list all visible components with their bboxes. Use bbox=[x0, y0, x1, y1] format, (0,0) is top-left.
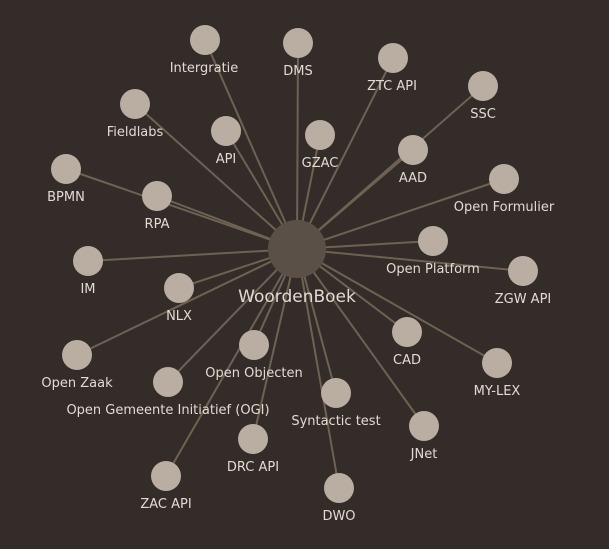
node-nlx[interactable]: NLX bbox=[164, 273, 194, 324]
node-api[interactable]: API bbox=[211, 116, 241, 167]
node-circle-open-objecten[interactable] bbox=[239, 330, 269, 360]
node-circle-nlx[interactable] bbox=[164, 273, 194, 303]
node-label-my-lex: MY-LEX bbox=[474, 384, 521, 399]
node-jnet[interactable]: JNet bbox=[409, 411, 439, 462]
edge-zgw-api bbox=[296, 248, 524, 272]
edge-dms bbox=[296, 42, 299, 250]
node-circle-drc-api[interactable] bbox=[238, 424, 268, 454]
edge-drc-api bbox=[252, 248, 298, 440]
node-aad[interactable]: AAD bbox=[398, 135, 428, 186]
node-circle-syntactic-test[interactable] bbox=[321, 378, 351, 408]
node-circle-fieldlabs[interactable] bbox=[120, 89, 150, 119]
node-label-fieldlabs: Fieldlabs bbox=[107, 125, 164, 140]
node-circle-open-formulier[interactable] bbox=[489, 164, 519, 194]
node-label-nlx: NLX bbox=[166, 309, 192, 324]
node-label-ssc: SSC bbox=[470, 107, 496, 122]
node-label-api: API bbox=[216, 152, 237, 167]
node-open-formulier[interactable]: Open Formulier bbox=[454, 164, 555, 215]
node-open-objecten[interactable]: Open Objecten bbox=[205, 330, 303, 381]
node-circle-ssc[interactable] bbox=[468, 71, 498, 101]
node-ztc-api[interactable]: ZTC API bbox=[367, 43, 417, 94]
node-circle-aad[interactable] bbox=[398, 135, 428, 165]
node-im[interactable]: IM bbox=[73, 246, 103, 297]
node-circle-ztc-api[interactable] bbox=[378, 43, 408, 73]
node-label-open-objecten: Open Objecten bbox=[205, 366, 302, 381]
node-label-dms: DMS bbox=[283, 64, 312, 79]
edge-im bbox=[87, 248, 298, 262]
hub-group[interactable]: WoordenBoek bbox=[238, 220, 356, 307]
node-circle-dms[interactable] bbox=[283, 28, 313, 58]
node-circle-cad[interactable] bbox=[392, 317, 422, 347]
node-label-open-gemeente-initiatief-ogi: Open Gemeente Initiatief (OGI) bbox=[66, 403, 269, 418]
node-label-open-platform: Open Platform bbox=[386, 262, 480, 277]
node-circle-open-platform[interactable] bbox=[418, 226, 448, 256]
edge-intergratie bbox=[204, 39, 298, 250]
node-circle-dwo[interactable] bbox=[324, 473, 354, 503]
edge-open-zaak bbox=[76, 248, 298, 356]
node-label-zgw-api: ZGW API bbox=[495, 292, 552, 307]
node-zgw-api[interactable]: ZGW API bbox=[495, 256, 552, 307]
node-zac-api[interactable]: ZAC API bbox=[140, 461, 192, 512]
node-intergratie[interactable]: Intergratie bbox=[170, 25, 239, 76]
node-syntactic-test[interactable]: Syntactic test bbox=[291, 378, 381, 429]
edge-open-formulier bbox=[296, 178, 505, 250]
node-label-im: IM bbox=[80, 282, 95, 297]
node-label-bpmn: BPMN bbox=[47, 190, 85, 205]
node-label-open-formulier: Open Formulier bbox=[454, 200, 555, 215]
node-dms[interactable]: DMS bbox=[283, 28, 313, 79]
node-label-ztc-api: ZTC API bbox=[367, 79, 417, 94]
node-circle-gzac[interactable] bbox=[305, 120, 335, 150]
node-label-gzac: GZAC bbox=[302, 156, 339, 171]
node-circle-bpmn[interactable] bbox=[51, 154, 81, 184]
node-label-syntactic-test: Syntactic test bbox=[291, 414, 380, 429]
node-circle-im[interactable] bbox=[73, 246, 103, 276]
node-open-platform[interactable]: Open Platform bbox=[386, 226, 480, 277]
edge-my-lex bbox=[296, 248, 498, 364]
edge-open-gemeente-initiatief-ogi bbox=[167, 248, 298, 383]
node-cad[interactable]: CAD bbox=[392, 317, 422, 368]
node-fieldlabs[interactable]: Fieldlabs bbox=[107, 89, 164, 140]
node-dwo[interactable]: DWO bbox=[322, 473, 356, 524]
node-label-rpa: RPA bbox=[145, 217, 170, 232]
edge-fieldlabs bbox=[134, 103, 298, 250]
edge-bpmn bbox=[65, 168, 298, 250]
node-label-cad: CAD bbox=[393, 353, 421, 368]
node-circle-rpa[interactable] bbox=[142, 181, 172, 211]
edge-ztc-api bbox=[296, 57, 394, 250]
edge-jnet bbox=[296, 248, 425, 427]
node-circle-zac-api[interactable] bbox=[151, 461, 181, 491]
node-circle-open-gemeente-initiatief-ogi[interactable] bbox=[153, 367, 183, 397]
node-label-aad: AAD bbox=[399, 171, 427, 186]
node-bpmn[interactable]: BPMN bbox=[47, 154, 85, 205]
node-drc-api[interactable]: DRC API bbox=[227, 424, 279, 475]
edge-dwo bbox=[296, 248, 340, 489]
node-label-zac-api: ZAC API bbox=[140, 497, 191, 512]
edge-zac-api bbox=[165, 248, 298, 477]
node-label-dwo: DWO bbox=[322, 509, 355, 524]
hub-label: WoordenBoek bbox=[238, 287, 356, 307]
node-label-intergratie: Intergratie bbox=[170, 61, 239, 76]
node-label-jnet: JNet bbox=[410, 447, 438, 462]
node-open-zaak[interactable]: Open Zaak bbox=[41, 340, 113, 391]
node-circle-open-zaak[interactable] bbox=[62, 340, 92, 370]
node-circle-intergratie[interactable] bbox=[190, 25, 220, 55]
node-circle-my-lex[interactable] bbox=[482, 348, 512, 378]
hub-node[interactable] bbox=[268, 220, 326, 278]
node-label-open-zaak: Open Zaak bbox=[41, 376, 113, 391]
node-circle-api[interactable] bbox=[211, 116, 241, 146]
node-circle-zgw-api[interactable] bbox=[508, 256, 538, 286]
node-open-gemeente-initiatief-ogi[interactable]: Open Gemeente Initiatief (OGI) bbox=[66, 367, 270, 418]
node-rpa[interactable]: RPA bbox=[142, 181, 172, 232]
node-circle-jnet[interactable] bbox=[409, 411, 439, 441]
node-my-lex[interactable]: MY-LEX bbox=[474, 348, 521, 399]
node-gzac[interactable]: GZAC bbox=[302, 120, 339, 171]
node-ssc[interactable]: SSC bbox=[468, 71, 498, 122]
node-label-drc-api: DRC API bbox=[227, 460, 279, 475]
